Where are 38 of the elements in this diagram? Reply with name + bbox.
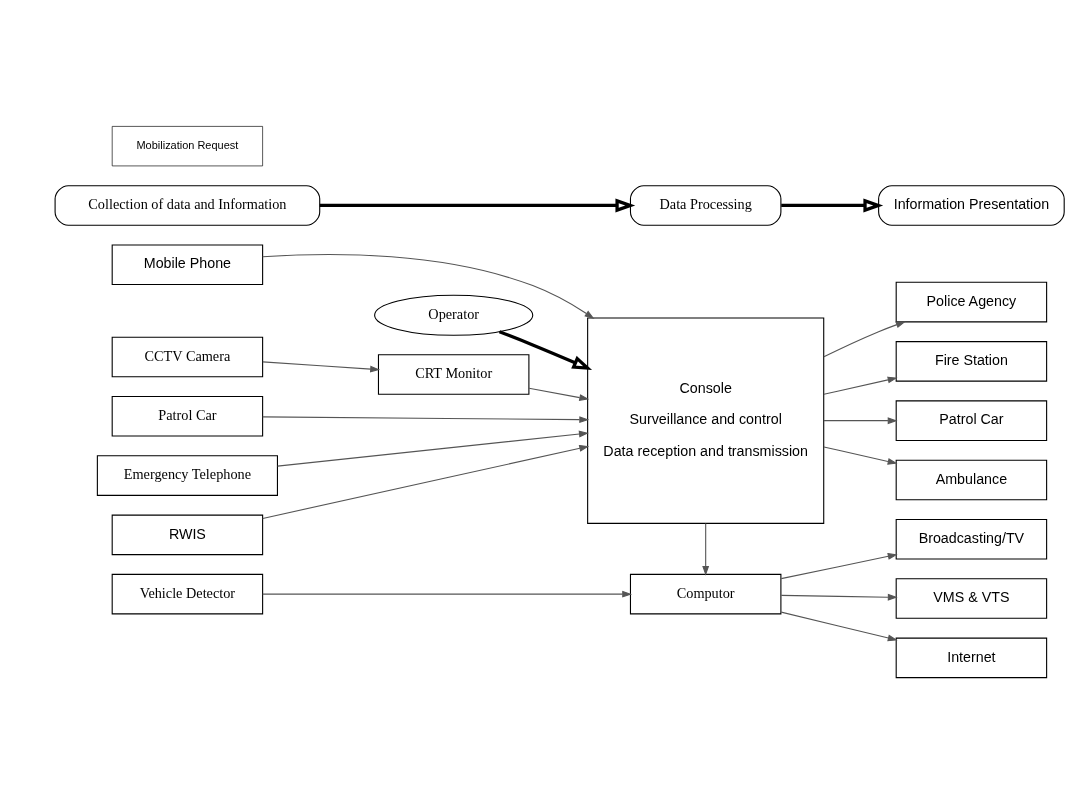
node-box: Information Presentation [878,184,1065,226]
arrow [781,198,884,212]
node-box: Collection of data and Information [54,184,321,226]
node-box: VMS & VTS [895,577,1048,619]
arrow [702,522,710,576]
node-box: Ambulance [895,459,1048,500]
node-box: Patrol Car [111,395,264,437]
node-box: Patrol Car [895,399,1048,441]
node-box: Police Agency [895,281,1048,322]
node-box: CRT Monitor [377,353,530,395]
node-box: RWIS [111,514,264,555]
arrow [823,320,906,357]
arrow [262,415,590,423]
arrow [823,416,898,424]
arrow [780,611,898,641]
arrow [823,445,898,465]
arrow [262,253,595,319]
node-box: Internet [895,637,1048,678]
node-box: Broadcasting/TV [895,518,1048,560]
node-box: Mobilization Request [111,125,263,166]
arrow [262,360,381,373]
node-box: Console Surveillance and control Data reception and transmission [587,316,825,524]
arrow [319,198,636,212]
node-box: Vehicle Detector [111,573,264,614]
node-box: Fire Station [895,340,1048,382]
node-box: Computor [629,573,782,614]
node-box: Emergency Telephone [96,454,278,496]
arrow [528,387,590,401]
arrow [262,590,633,598]
node-box: Mobile Phone [111,243,264,285]
node-box: CCTV Camera [111,336,264,377]
arrow [780,593,898,601]
arrow [276,430,589,467]
arrow [780,552,898,579]
node-box: Data Processing [629,184,782,226]
node-ellipse: Operator [374,294,534,336]
arrow [262,444,590,519]
arrow [823,376,898,395]
